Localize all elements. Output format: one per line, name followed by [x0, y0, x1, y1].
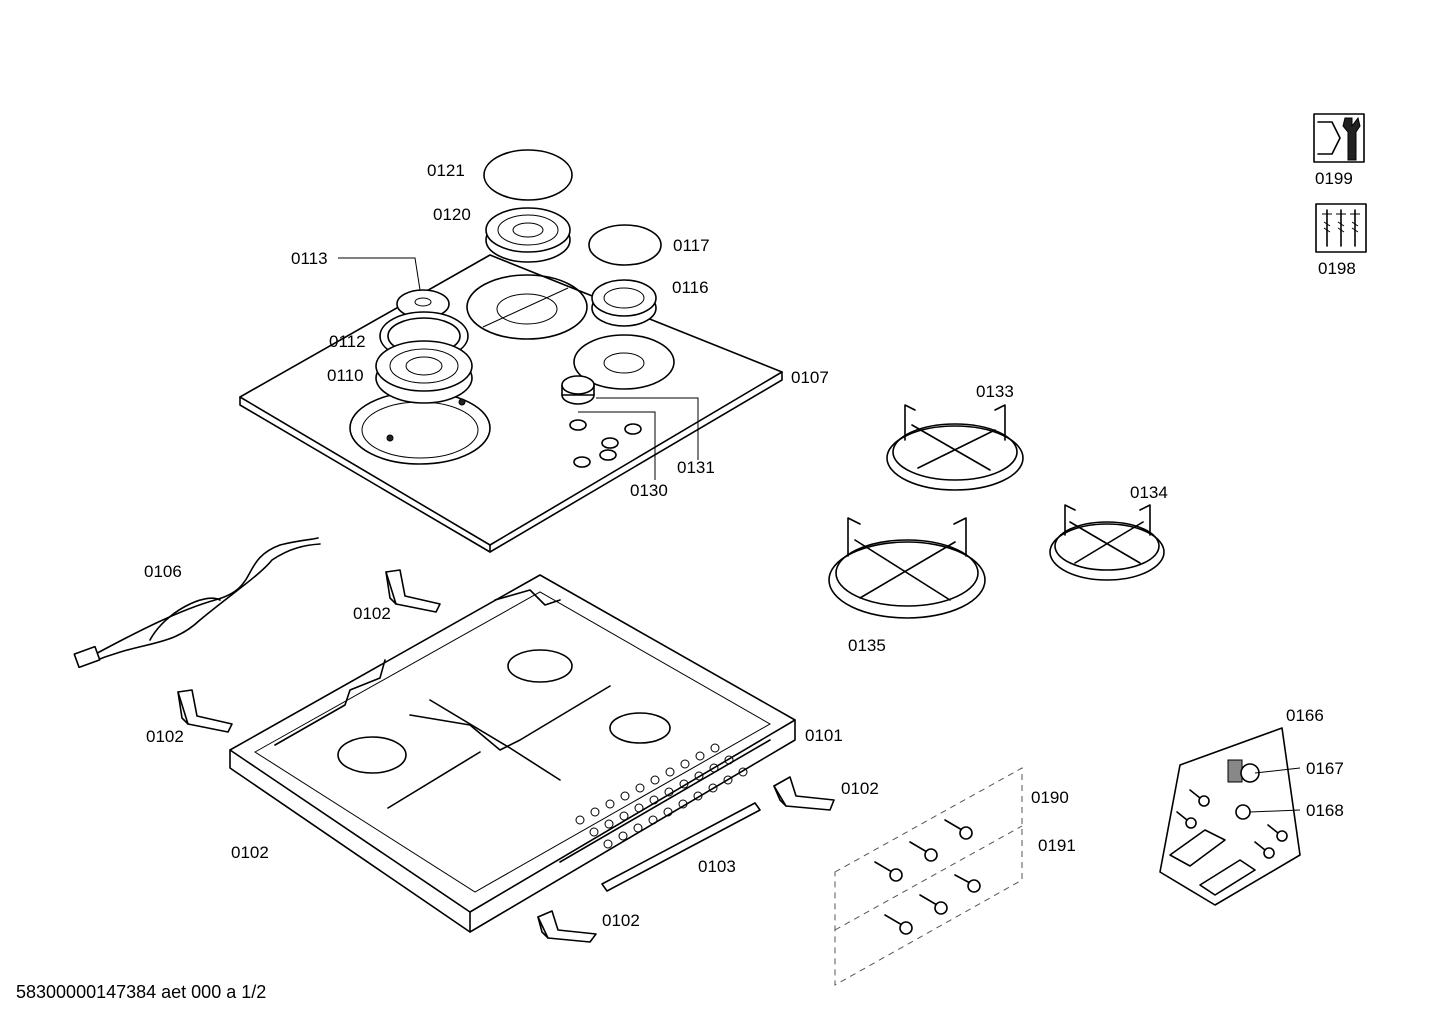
screw-2	[909, 841, 938, 862]
clip-0102-c	[773, 776, 835, 811]
label-0166: 0166	[1286, 706, 1324, 725]
burner-crown-0116	[591, 279, 657, 327]
clip-0102-a	[385, 569, 441, 613]
clip-0102-b	[177, 689, 233, 733]
burner-base-right	[573, 334, 675, 390]
screw-6	[884, 914, 913, 935]
label-0191: 0191	[1038, 836, 1076, 855]
nozzle-0167	[1227, 759, 1260, 783]
screws-bag-icon	[1315, 203, 1367, 253]
base-tray	[229, 574, 796, 933]
screw-4	[954, 874, 981, 893]
power-cable	[73, 537, 321, 669]
label-0117: 0117	[673, 236, 710, 255]
label-0102: 0102	[146, 727, 184, 746]
pan-support-0133	[886, 404, 1024, 491]
label-0131: 0131	[677, 458, 715, 477]
pan-support-0134	[1049, 504, 1165, 581]
label-0116: 0116	[672, 278, 709, 297]
accessory-bag	[1159, 727, 1301, 906]
bag-screw-3	[1267, 824, 1288, 842]
label-0133: 0133	[976, 382, 1014, 401]
cooktop-plate	[239, 254, 783, 553]
bag-screw-4	[1254, 841, 1275, 859]
label-0198: 0198	[1318, 259, 1356, 278]
label-0102: 0102	[841, 779, 879, 798]
label-0130: 0130	[630, 481, 668, 500]
pan-support-0135	[828, 517, 986, 619]
label-0121: 0121	[427, 161, 465, 180]
label-0110: 0110	[327, 366, 364, 385]
label-0101: 0101	[805, 726, 843, 745]
burner-crown-0120	[485, 207, 571, 263]
burner-base-rear	[466, 274, 588, 340]
burner-cap-0117	[588, 224, 662, 266]
label-0134: 0134	[1130, 483, 1168, 502]
clip-0102-d	[537, 910, 597, 943]
label-0106: 0106	[144, 562, 182, 581]
control-knob	[561, 375, 595, 405]
label-0102: 0102	[353, 604, 391, 623]
label-0190: 0190	[1031, 788, 1069, 807]
screw-5	[919, 894, 948, 915]
label-0120: 0120	[433, 205, 471, 224]
screw-1	[944, 819, 973, 840]
burner-cap-0121	[483, 149, 573, 201]
bag-screw-2	[1176, 811, 1197, 829]
label-0107: 0107	[791, 368, 829, 387]
washer-0168	[1235, 804, 1251, 820]
label-0103: 0103	[698, 857, 736, 876]
label-0112: 0112	[329, 332, 366, 351]
knob-holes	[569, 419, 642, 468]
label-0167: 0167	[1306, 759, 1344, 778]
label-0168: 0168	[1306, 801, 1344, 820]
label-0135: 0135	[848, 636, 886, 655]
seal-strip	[601, 802, 761, 892]
label-0199: 0199	[1315, 169, 1353, 188]
burner-crown-0110	[375, 340, 473, 404]
screw-set	[834, 767, 1023, 986]
wrench-nut-icon	[1313, 113, 1365, 163]
label-0102: 0102	[231, 843, 269, 862]
bag-screw-1	[1189, 789, 1210, 807]
vent-holes	[575, 743, 748, 849]
leader-lines	[338, 257, 699, 480]
label-0113: 0113	[291, 249, 328, 268]
label-0102: 0102	[602, 911, 640, 930]
document-id: 58300000147384 aet 000 a 1/2	[16, 982, 267, 1002]
screw-3	[874, 861, 903, 882]
